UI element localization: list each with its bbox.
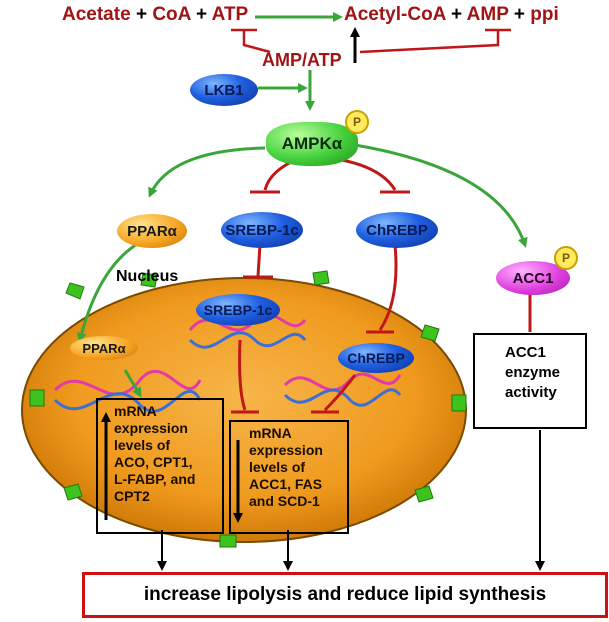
upregulated-genes-box: mRNA expression levels of ACO, CPT1, L-F… (96, 398, 224, 534)
box-line: activity (505, 384, 557, 401)
box-line: mRNA (249, 425, 292, 441)
box-line: expression (114, 420, 188, 436)
ampk-node: AMPKα (266, 122, 358, 166)
box-line: L-FABP, and (114, 471, 196, 487)
box-line: ACO, CPT1, (114, 454, 193, 470)
nucleus-label: Nucleus (116, 268, 179, 285)
box-line: mRNA (114, 403, 157, 419)
nuclear-pores (29, 270, 467, 548)
lkb1-node: LKB1 (190, 74, 258, 106)
box-line: enzyme (505, 364, 561, 381)
ampk-phospho-badge: P (345, 110, 369, 134)
chrebp-node: ChREBP (356, 212, 438, 248)
plus-sign: + (135, 4, 148, 25)
box-line: levels of (249, 459, 306, 475)
downregulated-genes-box: mRNA expression levels of ACC1, FAS and … (229, 420, 349, 534)
acc1-phospho-badge: P (554, 246, 578, 270)
plus-sign: + (195, 4, 208, 25)
reaction-substrates: Acetate + CoA + ATP (62, 4, 248, 26)
acetate-label: Acetate (62, 4, 131, 25)
amp-atp-ratio: AMP/ATP (262, 50, 342, 70)
ppi-label: ppi (530, 4, 559, 25)
chrebp-nuclear-node: ChREBP (338, 343, 414, 373)
plus-sign: + (450, 4, 463, 25)
srebp-1c-nuclear-node: SREBP-1c (196, 294, 280, 326)
box-line: ACC1 (505, 344, 546, 361)
outcome-box: increase lipolysis and reduce lipid synt… (82, 572, 608, 618)
box-line: expression (249, 442, 323, 458)
acc1-activity-box: ACC1 enzyme activity (473, 333, 587, 429)
acc1-node: ACC1 (496, 261, 570, 295)
box-line: levels of (114, 437, 171, 453)
box-line: ACC1, FAS (249, 476, 323, 492)
amp-label: AMP (466, 4, 509, 25)
acetyl-coa-label: Acetyl-CoA (344, 4, 446, 25)
atp-label: ATP (211, 4, 249, 25)
box-line: CPT2 (114, 488, 150, 504)
coa-label: CoA (152, 4, 191, 25)
ppara-node: PPARα (117, 214, 187, 248)
srebp-1c-node: SREBP-1c (221, 212, 303, 248)
reaction-products: Acetyl-CoA + AMP + ppi (344, 4, 559, 26)
plus-sign: + (513, 4, 525, 25)
ppara-nuclear-node: PPARα (70, 336, 138, 360)
box-line: and SCD-1 (249, 493, 320, 509)
